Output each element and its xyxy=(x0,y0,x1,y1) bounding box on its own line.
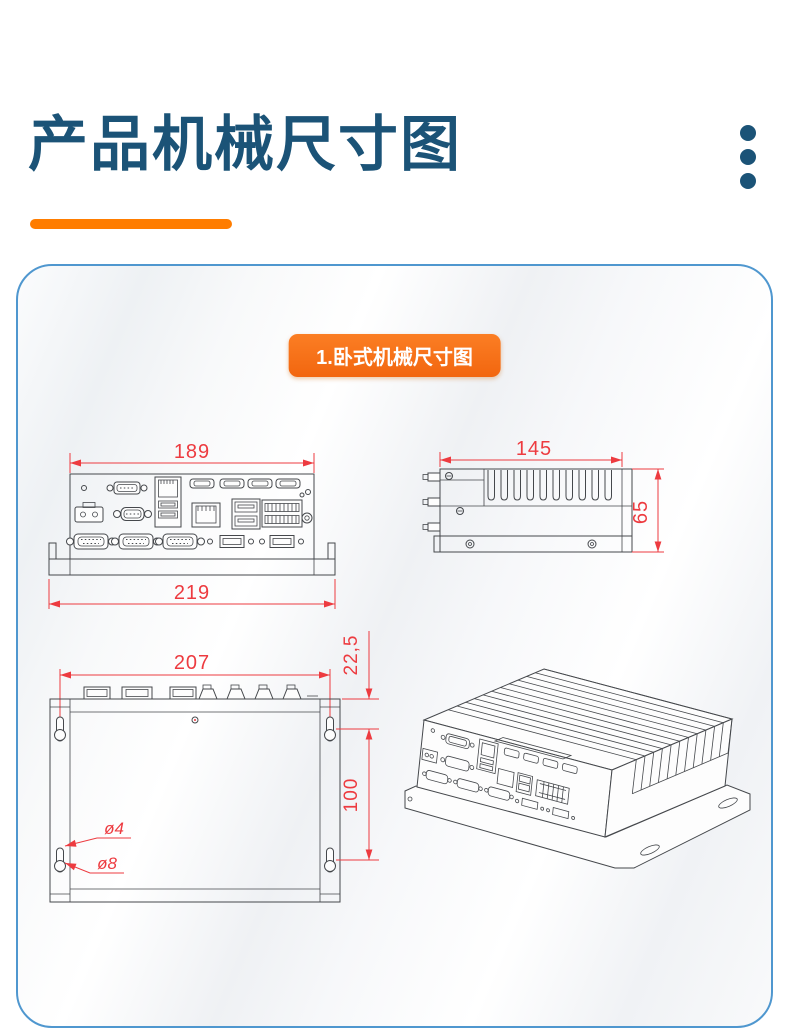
dimension-145: 145 xyxy=(439,438,623,467)
dot xyxy=(740,149,756,165)
dimension-22-5: 22,5 xyxy=(341,631,379,700)
dimension-219: 219 xyxy=(48,579,336,609)
rear-row1-connectors xyxy=(81,476,311,528)
dim-label: 219 xyxy=(174,582,210,604)
hole-diameter-callouts: ø4 ø8 xyxy=(64,819,131,874)
dim-label: 145 xyxy=(516,438,552,460)
top-edge-connectors xyxy=(83,684,318,700)
section-badge: 1.卧式机械尺寸图 xyxy=(288,334,501,377)
top-recess xyxy=(493,737,573,760)
dim-label: 22,5 xyxy=(341,635,362,676)
dimension-diagram-panel: 1.卧式机械尺寸图 189 xyxy=(16,264,773,1028)
base-plate xyxy=(433,535,633,553)
dim-label: 207 xyxy=(174,652,210,674)
dim-label: ø8 xyxy=(97,854,117,873)
dimension-65: 65 xyxy=(630,468,664,553)
rear-panel-view-drawing: 189 xyxy=(48,441,336,609)
dimension-100: 100 xyxy=(336,728,379,861)
screws xyxy=(445,472,597,549)
rear-row3-connectors xyxy=(66,533,304,550)
dimension-207: 207 xyxy=(59,652,331,717)
keyhole-mounting-slots xyxy=(54,716,336,873)
side-view-drawing: 145 xyxy=(422,438,664,553)
dot xyxy=(740,125,756,141)
top-view-drawing: 207 22,5 xyxy=(49,631,379,903)
front-io-connectors xyxy=(421,728,578,820)
heatsink-fins xyxy=(487,470,612,501)
dimension-189: 189 xyxy=(69,441,315,473)
isometric-view-drawing xyxy=(404,668,751,869)
mini-port-row xyxy=(189,478,301,489)
dot xyxy=(740,173,756,189)
mounting-flange xyxy=(48,542,336,576)
dim-label: 189 xyxy=(174,441,210,463)
page-title: 产品机械尺寸图 xyxy=(28,111,462,178)
antenna-connectors xyxy=(422,472,441,532)
dim-label: ø4 xyxy=(104,819,124,838)
kebab-menu-icon[interactable] xyxy=(740,125,757,189)
heatsink-fin-ridges xyxy=(448,668,733,761)
rear-row2-connectors xyxy=(74,492,313,530)
dim-label: 65 xyxy=(630,500,652,524)
title-accent-bar xyxy=(30,219,232,229)
dim-label: 100 xyxy=(341,778,362,813)
heatsink-fin-comb xyxy=(631,718,733,795)
